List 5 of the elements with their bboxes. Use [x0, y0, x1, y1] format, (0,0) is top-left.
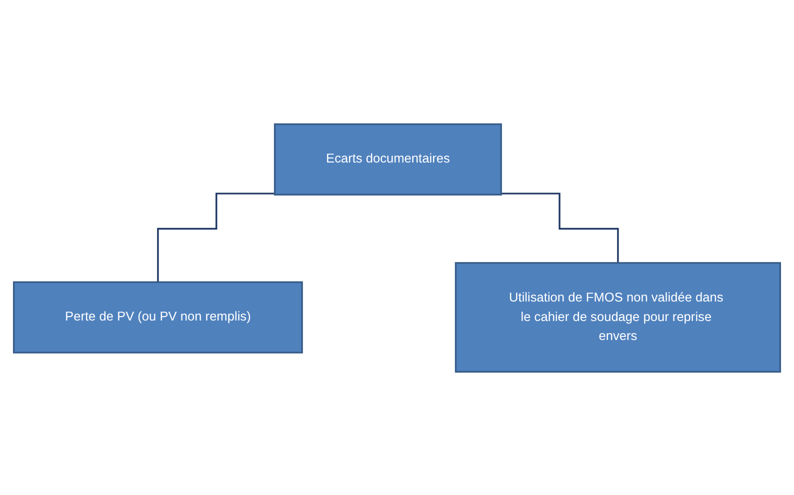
connector — [157, 192, 275, 282]
node-box: Utilisation de FMOS non validée dans le cahier de soudage pour reprise envers — [454, 262, 782, 372]
node-box: Ecarts documentaires — [274, 122, 502, 195]
connector — [501, 192, 619, 264]
node-box: Perte de PV (ou PV non remplis) — [12, 280, 303, 353]
